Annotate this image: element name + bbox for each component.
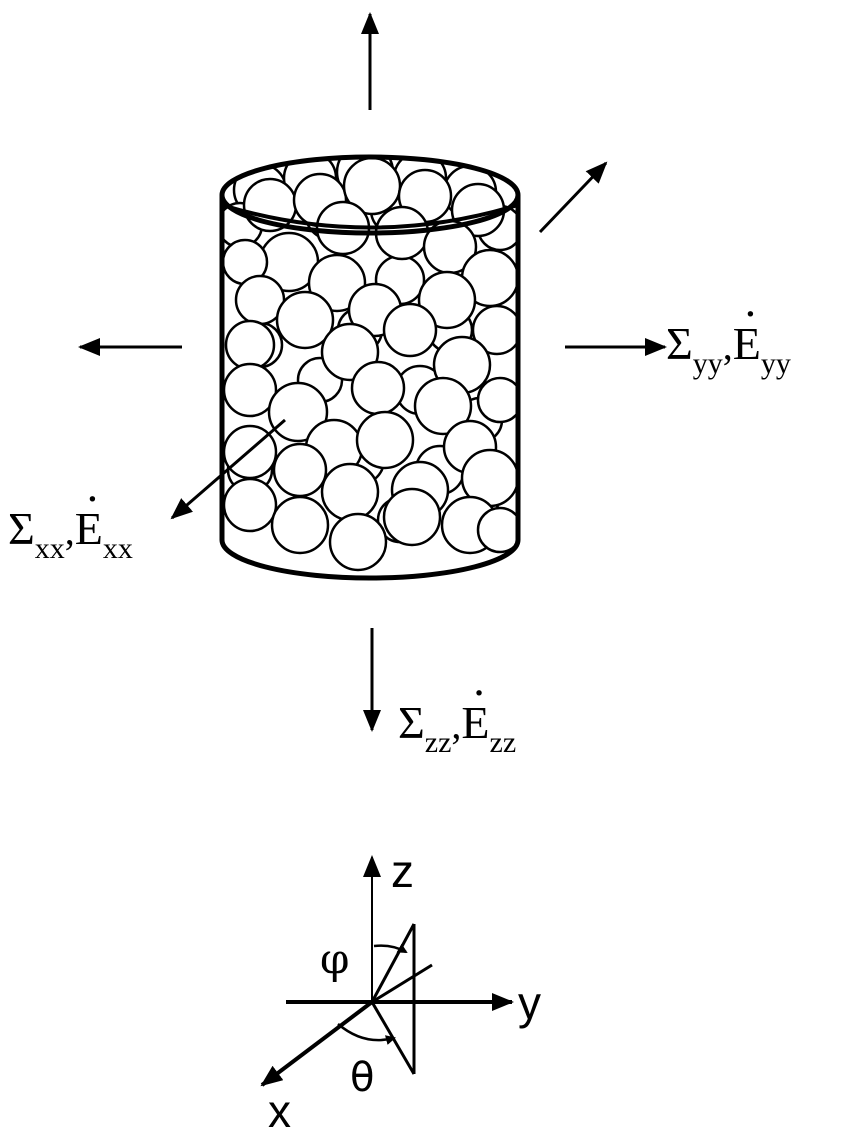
sphere <box>272 442 328 498</box>
sphere <box>320 462 380 522</box>
angle-label-theta: θ <box>350 1055 375 1101</box>
sigma-zz-symbol: Σ <box>398 697 425 748</box>
edot-xx-subscript: xx <box>102 532 133 565</box>
sphere <box>382 487 442 547</box>
packed-spheres <box>222 157 518 572</box>
x-axis <box>260 1000 374 1087</box>
sigma-zz-subscript: zz <box>424 726 452 759</box>
sphere <box>476 376 518 424</box>
axis-label-z: z <box>391 845 414 897</box>
sphere <box>270 495 330 555</box>
label-zz: Σzz,Ezz <box>398 670 516 758</box>
sphere <box>355 410 415 470</box>
label-yy: Σyy,Eyy <box>666 291 791 379</box>
edot-zz-symbol: E <box>461 670 489 746</box>
axis-label-y: y <box>518 977 541 1029</box>
sphere <box>275 290 335 350</box>
angle-label-phi: φ <box>320 934 350 983</box>
phi-arc <box>373 943 408 954</box>
theta-arc <box>337 1023 396 1045</box>
sphere <box>350 360 406 416</box>
arrow-xx <box>170 418 286 520</box>
coordinate-axes <box>260 855 514 1087</box>
cylinder-bottom-rim <box>219 539 521 581</box>
cylinder <box>219 154 521 581</box>
edot-zz-subscript: zz <box>489 726 517 759</box>
sphere <box>267 381 329 443</box>
direction-vector <box>371 963 433 1004</box>
sphere <box>413 376 473 436</box>
label-xx: Σxx,Exx <box>8 476 133 564</box>
axis-label-x: x <box>268 1085 291 1137</box>
sigma-xx-symbol: Σ <box>8 503 35 554</box>
sigma-xx-subscript: xx <box>34 532 65 565</box>
sphere <box>224 319 276 371</box>
edot-yy-subscript: yy <box>760 347 791 380</box>
sigma-yy-subscript: yy <box>692 347 723 380</box>
edot-xx-symbol: E <box>75 476 103 552</box>
sphere <box>471 304 518 356</box>
load-arrows <box>78 12 667 732</box>
sphere <box>476 506 518 554</box>
sphere <box>328 512 388 572</box>
sphere <box>382 302 438 358</box>
cylinder-top-front-rim <box>221 203 519 230</box>
cone-upper-edge <box>370 923 416 1003</box>
sphere <box>417 270 477 330</box>
edot-yy-symbol: E <box>733 291 761 367</box>
arrow-diagonal-back <box>538 161 608 234</box>
sphere <box>222 477 278 533</box>
sigma-yy-symbol: Σ <box>666 318 693 369</box>
